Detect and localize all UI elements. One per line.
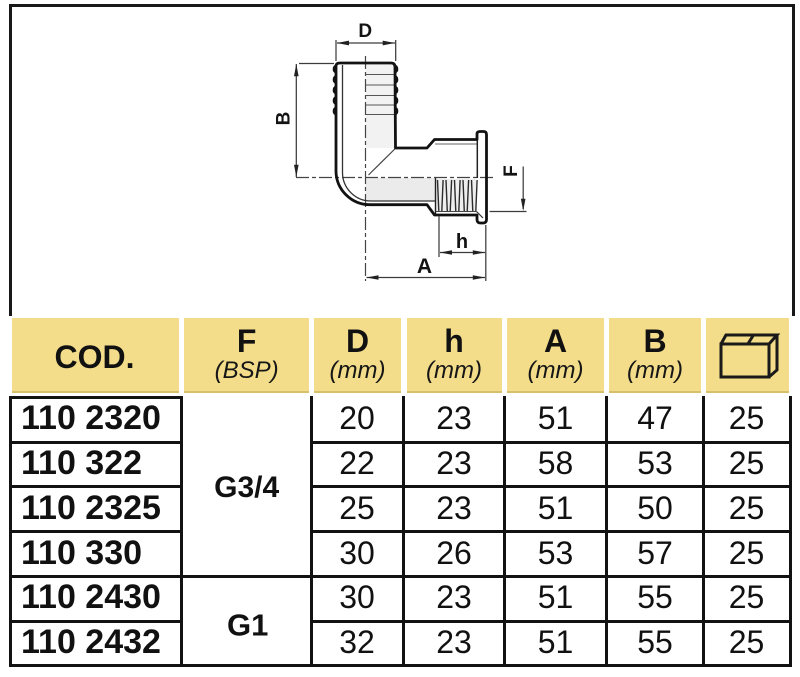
svg-text:h: h: [456, 231, 468, 253]
svg-text:D: D: [358, 21, 372, 42]
svg-text:B: B: [274, 112, 295, 126]
svg-text:F: F: [501, 165, 522, 177]
svg-text:A: A: [417, 255, 432, 278]
